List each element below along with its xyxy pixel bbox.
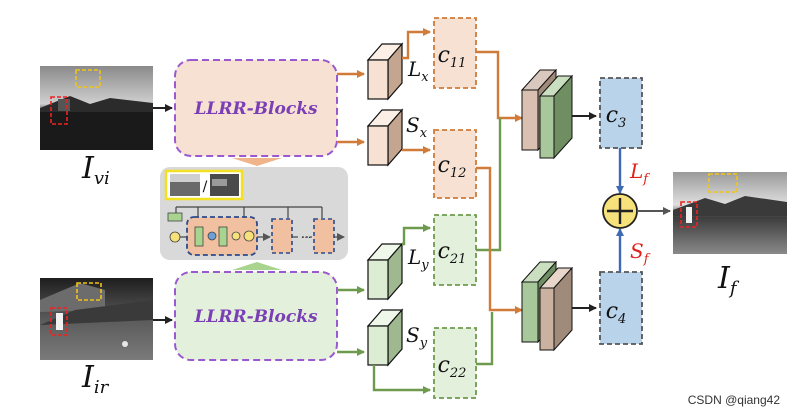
expand-indicator-top	[232, 158, 282, 166]
arrow-c22-to-lower-stack	[476, 312, 494, 366]
expand-indicator-bottom	[232, 262, 282, 270]
conv-block-c12: c12	[433, 129, 477, 199]
conv-block-c22: c22	[433, 327, 477, 399]
arrow-ly-to-c21	[402, 224, 431, 246]
visible-input-image	[40, 66, 153, 150]
feature-cube-ly	[366, 242, 404, 301]
label-lx: Lx	[407, 57, 429, 85]
conv-block-c21: c21	[433, 214, 477, 286]
label-lf: Lf	[629, 159, 650, 187]
fused-output-image	[673, 172, 787, 254]
feature-cube-lx	[366, 42, 404, 101]
llrr-detail-inset: / ···	[160, 167, 348, 260]
llrr-block-bottom: LLRR-Blocks	[174, 271, 338, 361]
merge-stack-lower	[520, 260, 574, 352]
conv-block-c3: c3	[599, 77, 643, 149]
infrared-input-image	[40, 278, 153, 360]
output-label: If	[717, 261, 740, 299]
svg-text:c22: c22	[438, 353, 467, 381]
svg-text:c4: c4	[606, 299, 627, 327]
llrr-block-top-label: LLRR-Blocks	[193, 99, 318, 119]
arrow-sy-to-c22	[372, 365, 431, 394]
arrow-lx-to-c11	[402, 28, 431, 60]
svg-text:c21: c21	[438, 239, 467, 267]
label-sx: Sx	[406, 113, 428, 141]
inset-slash: /	[203, 179, 208, 195]
llrr-block-bottom-label: LLRR-Blocks	[193, 307, 318, 327]
infrared-input-label: Iir	[81, 360, 110, 398]
watermark: CSDN @qiang42	[688, 393, 781, 407]
arrow-c11-to-upper-stack	[476, 50, 523, 122]
svg-text:c3: c3	[606, 103, 627, 131]
label-sf: Sf	[630, 239, 651, 267]
arrow-c12-to-lower-stack	[476, 166, 523, 314]
feature-cube-sx	[366, 108, 404, 167]
conv-block-c4: c4	[599, 271, 643, 345]
label-ly: Ly	[407, 245, 429, 273]
svg-text:c12: c12	[438, 153, 467, 181]
label-sy: Sy	[406, 323, 428, 351]
svg-text:c11: c11	[438, 43, 467, 71]
arrow-c21-to-upper-stack	[476, 118, 502, 252]
sum-node-icon	[602, 193, 638, 229]
llrr-block-top: LLRR-Blocks	[174, 59, 338, 157]
merge-stack-upper	[520, 68, 574, 160]
feature-cube-sy	[366, 308, 404, 367]
conv-block-c11: c11	[433, 17, 477, 89]
visible-input-label: Ivi	[81, 151, 110, 189]
